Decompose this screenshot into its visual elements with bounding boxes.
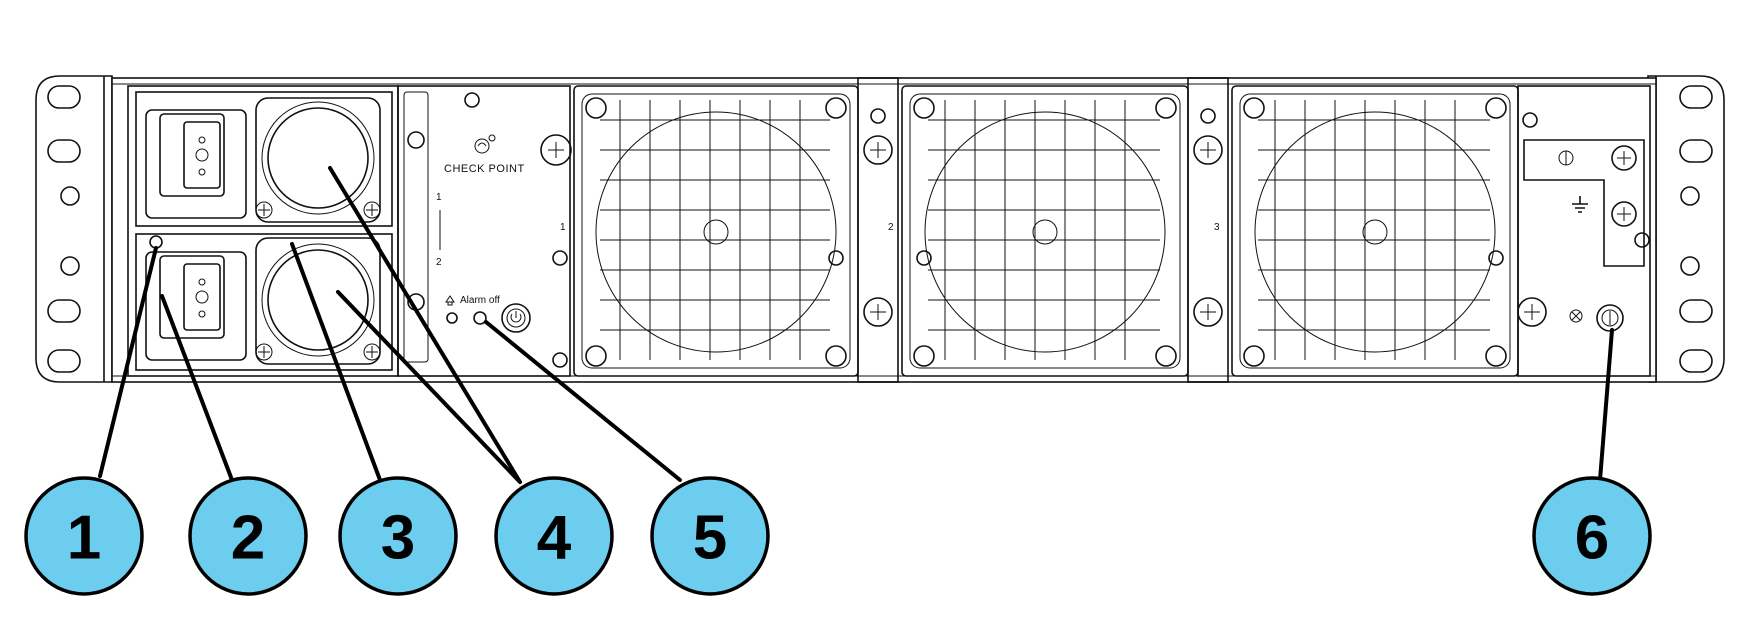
chassis-body <box>111 77 1657 383</box>
callout-3: 3 <box>338 476 458 596</box>
ground-symbol-small <box>1569 309 1583 323</box>
control-panel: CHECK POINT 1 2 Alarm off 1 <box>397 85 572 377</box>
callout-number: 1 <box>67 504 101 573</box>
callout-number: 3 <box>381 504 415 573</box>
callout-number: 6 <box>1575 504 1609 573</box>
brand-label: CHECK POINT <box>444 163 525 175</box>
right-rack-ear <box>1647 75 1725 383</box>
check-point-logo-icon <box>474 134 496 154</box>
bell-icon <box>445 295 455 306</box>
fan-slot-label-1: 1 <box>560 222 566 233</box>
fan-slot-label-2: 2 <box>888 222 894 233</box>
fan-slot-label-3: 3 <box>1214 222 1220 233</box>
left-rack-ear <box>35 75 113 383</box>
alarm-off-label: Alarm off <box>460 295 500 306</box>
power-icon <box>510 311 522 323</box>
alarm-off-button[interactable] <box>473 311 487 325</box>
callout-2: 2 <box>188 476 308 596</box>
callout-1: 1 <box>24 476 144 596</box>
leader-lines <box>98 166 1614 484</box>
ground-icon <box>1572 196 1588 213</box>
callout-number: 2 <box>231 504 265 573</box>
psu-indicator-1: 1 <box>436 192 442 203</box>
callout-number: 5 <box>693 504 727 573</box>
psu-unit-2 <box>135 233 393 371</box>
callout-4: 4 <box>494 476 614 596</box>
callout-6: 6 <box>1532 476 1652 596</box>
status-led <box>446 312 458 324</box>
callout-number: 4 <box>537 504 572 573</box>
psu-indicator-2: 2 <box>436 257 442 268</box>
psu-unit-1 <box>135 91 393 227</box>
ground-panel <box>1517 85 1651 377</box>
power-button[interactable] <box>501 303 531 333</box>
callout-5: 5 <box>650 476 770 596</box>
